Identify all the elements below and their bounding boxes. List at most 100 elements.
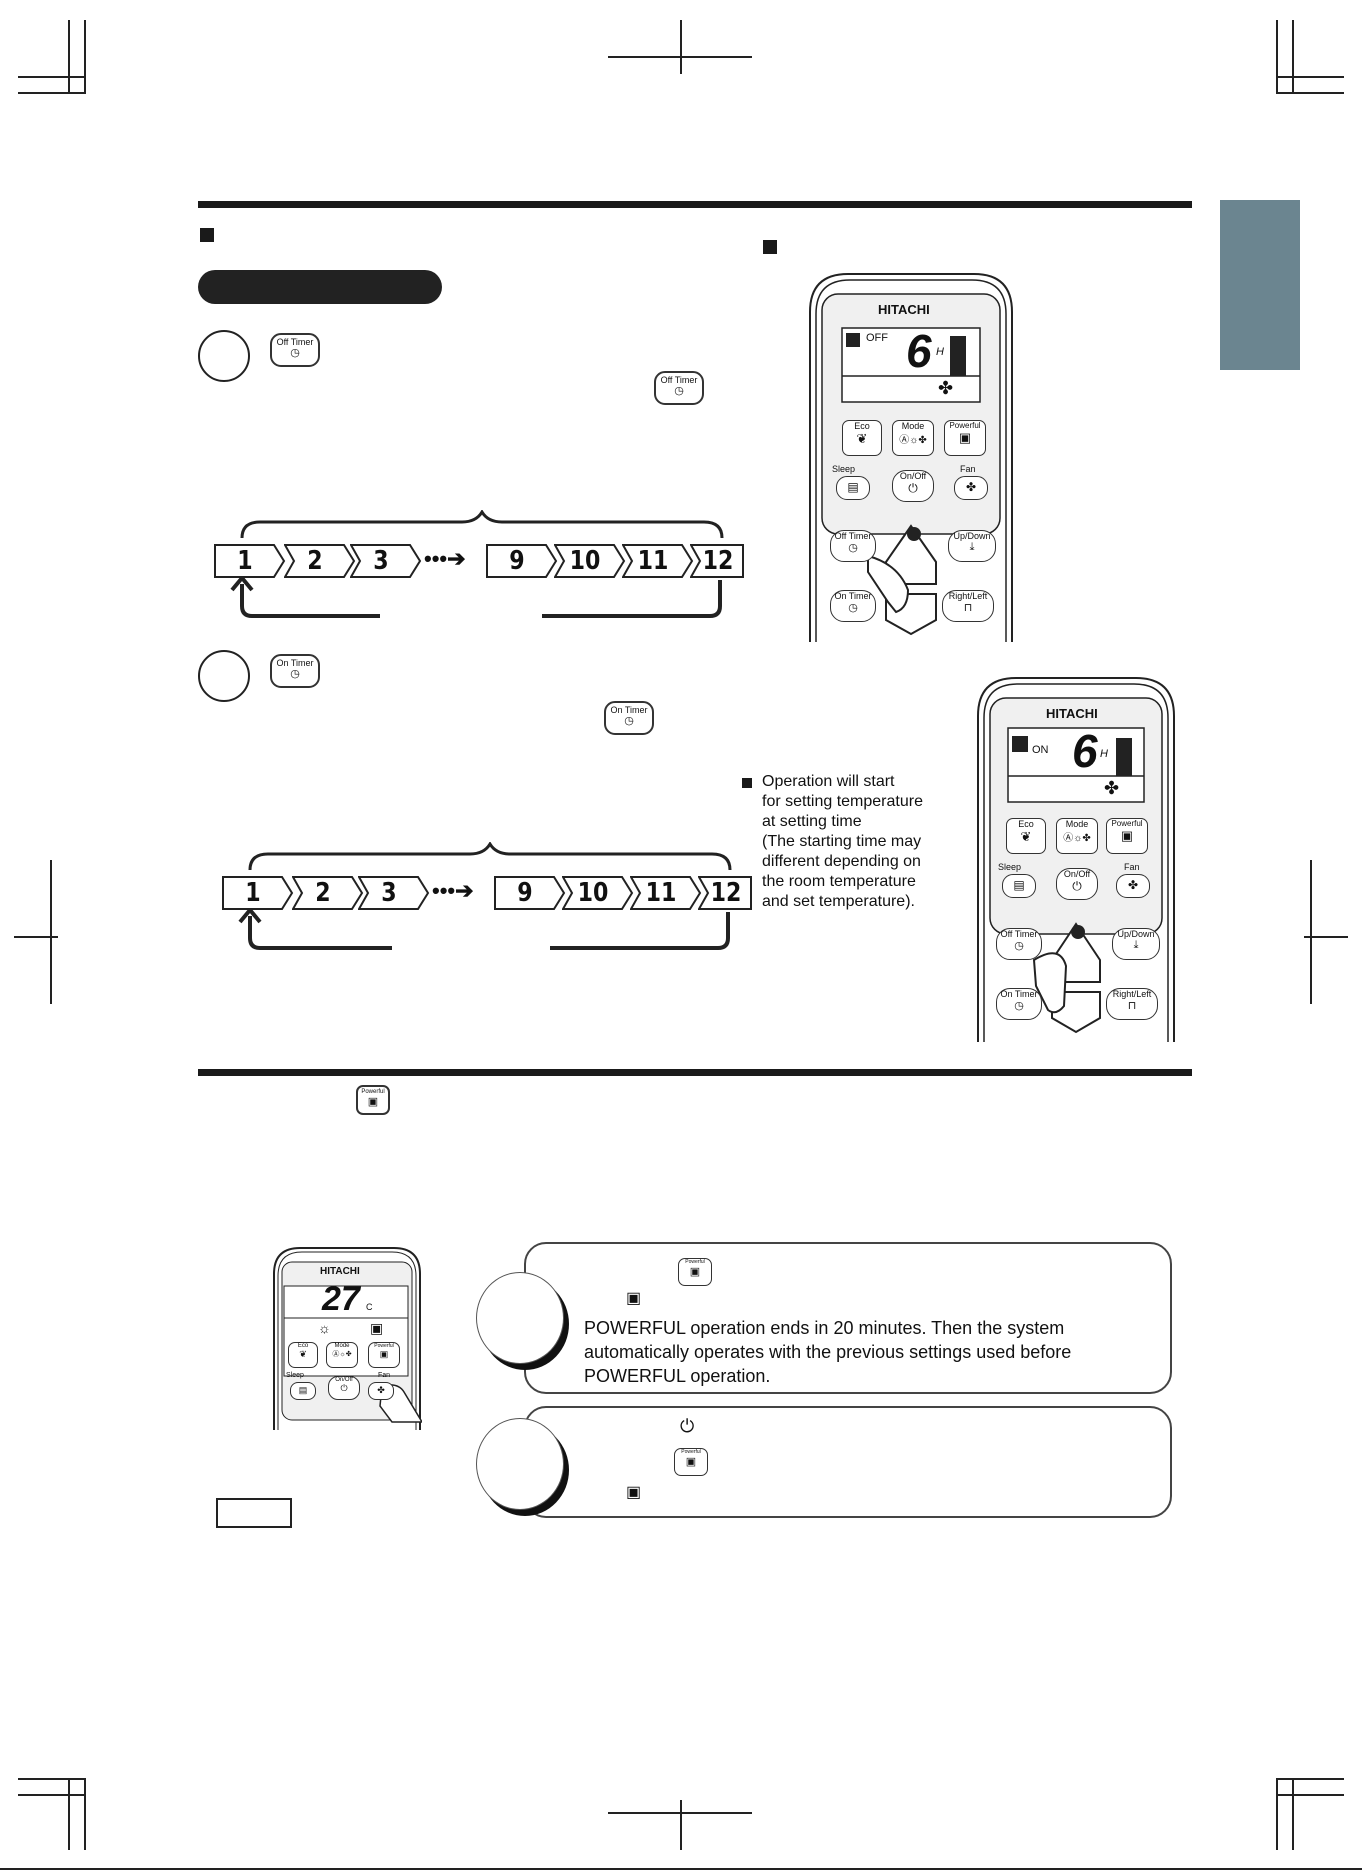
crop-mark	[18, 1794, 86, 1796]
chapter-tab	[1220, 200, 1300, 370]
powerful-icon: ▣	[367, 1096, 379, 1108]
eco-button[interactable]: Eco❦	[288, 1342, 318, 1368]
on-off-button[interactable]: On/Off⏻	[328, 1376, 360, 1400]
up-down-button[interactable]: Up/Down⤓	[948, 530, 996, 562]
brace-1	[240, 510, 724, 539]
brand-logo: HITACHI	[1046, 706, 1098, 721]
clock-icon: ◷	[674, 385, 684, 397]
power-icon: ⏻	[340, 1383, 348, 1393]
display-unit: C	[366, 1302, 373, 1312]
mode-icon: Ⓐ☼✤	[899, 435, 927, 446]
note-text: Operation will start for setting tempera…	[762, 773, 923, 910]
crop-mark	[680, 1800, 682, 1850]
note-bullet	[742, 778, 752, 788]
fan-icon: ✤	[965, 480, 977, 494]
crop-mark	[608, 56, 752, 58]
off-timer-button[interactable]: Off Timer◷	[996, 928, 1042, 960]
display-unit: H	[936, 346, 944, 358]
button-label: Off Timer	[276, 337, 314, 347]
fan-label: Fan	[378, 1372, 391, 1379]
section-square	[763, 240, 777, 254]
button-label: On Timer	[610, 705, 648, 715]
powerful-button[interactable]: Powerful▣	[678, 1258, 712, 1286]
crop-mark	[608, 1812, 752, 1814]
on-timer-button[interactable]: On Timer ◷	[604, 701, 654, 735]
mode-icon: Ⓐ☼✤	[1063, 833, 1091, 844]
swing-icon: ⤓	[1133, 939, 1139, 951]
timer-sequence-1: 1 2 3 •••➔ 9 10 11 12	[214, 544, 744, 578]
powerful-icon: ▣	[626, 1290, 642, 1307]
crop-mark	[1310, 860, 1312, 1004]
eco-button[interactable]: Eco❦	[842, 420, 882, 456]
louver-icon: ⊓	[963, 602, 973, 614]
brand-logo: HITACHI	[320, 1266, 360, 1277]
powerful-icon: ▣	[685, 1456, 697, 1468]
crop-mark	[18, 92, 86, 94]
sleep-label: Sleep	[286, 1372, 304, 1379]
timer-sequence-2: 1 2 3 •••➔ 9 10 11 12	[222, 876, 752, 910]
bottom-line	[0, 1868, 1362, 1870]
clock-icon: ◷	[1014, 1000, 1024, 1012]
on-timer-button[interactable]: On Timer◷	[830, 590, 876, 622]
brand-logo: HITACHI	[878, 302, 930, 317]
crop-mark	[68, 20, 70, 92]
on-off-button[interactable]: On/Off⏻	[892, 470, 934, 502]
crop-mark	[680, 20, 682, 74]
crop-mark	[18, 1778, 86, 1780]
fan-label: Fan	[960, 464, 976, 474]
powerful-button[interactable]: Powerful▣	[368, 1342, 400, 1368]
sleep-label: Sleep	[998, 862, 1022, 872]
display-mode-label: OFF	[866, 332, 888, 344]
on-timer-button[interactable]: On Timer ◷	[270, 654, 320, 688]
powerful-icon: ▣	[1120, 828, 1134, 843]
mode-icon: Ⓐ☼✤	[332, 1351, 352, 1358]
on-off-button[interactable]: On/Off⏻	[1056, 868, 1098, 900]
clock-icon: ◷	[848, 602, 858, 614]
off-timer-button[interactable]: Off Timer ◷	[270, 333, 320, 367]
crop-mark	[1276, 92, 1344, 94]
right-left-button[interactable]: Right/Left⊓	[1106, 988, 1158, 1020]
powerful-info-text: POWERFUL operation ends in 20 minutes. T…	[584, 1318, 1072, 1386]
powerful-button[interactable]: Powerful ▣	[356, 1085, 390, 1115]
crop-mark	[14, 936, 58, 938]
off-timer-button[interactable]: Off Timer◷	[830, 530, 876, 562]
section-rule-middle	[198, 1069, 1192, 1076]
eco-button[interactable]: Eco❦	[1006, 818, 1046, 854]
clock-icon: ◷	[1014, 940, 1024, 952]
fan-label: Fan	[1124, 862, 1140, 872]
crop-mark	[1276, 76, 1344, 78]
step-circle-large-2	[476, 1418, 564, 1510]
clock-icon: ◷	[848, 542, 858, 554]
on-timer-button[interactable]: On Timer◷	[996, 988, 1042, 1020]
fan-button[interactable]: ✤	[954, 476, 988, 500]
crop-mark	[68, 1780, 70, 1850]
powerful-icon: ▣	[958, 430, 972, 445]
powerful-button[interactable]: Powerful▣	[944, 420, 986, 456]
fan-button[interactable]: ✤	[368, 1382, 394, 1400]
up-down-button[interactable]: Up/Down⤓	[1112, 928, 1160, 960]
crop-mark	[18, 76, 86, 78]
section-rule-top	[198, 201, 1192, 208]
off-timer-button[interactable]: Off Timer ◷	[654, 371, 704, 405]
right-left-button[interactable]: Right/Left⊓	[942, 590, 994, 622]
sleep-button[interactable]: ▤	[836, 476, 870, 500]
powerful-icon: ▣	[689, 1266, 701, 1278]
louver-icon: ⊓	[1127, 1000, 1137, 1012]
display-hours: 6	[906, 325, 932, 377]
powerful-button[interactable]: Powerful▣	[674, 1448, 708, 1476]
crop-mark	[1292, 1780, 1294, 1850]
fan-button[interactable]: ✤	[1116, 874, 1150, 898]
step-circle-2	[198, 650, 250, 702]
sun-icon: ☼	[318, 1320, 331, 1336]
leaf-icon: ❦	[1020, 829, 1032, 844]
sleep-button[interactable]: ▤	[1002, 874, 1036, 898]
display-hours: 6	[1072, 725, 1098, 777]
powerful-button[interactable]: Powerful▣	[1106, 818, 1148, 854]
sleep-button[interactable]: ▤	[290, 1382, 316, 1400]
label-box	[216, 1498, 292, 1528]
